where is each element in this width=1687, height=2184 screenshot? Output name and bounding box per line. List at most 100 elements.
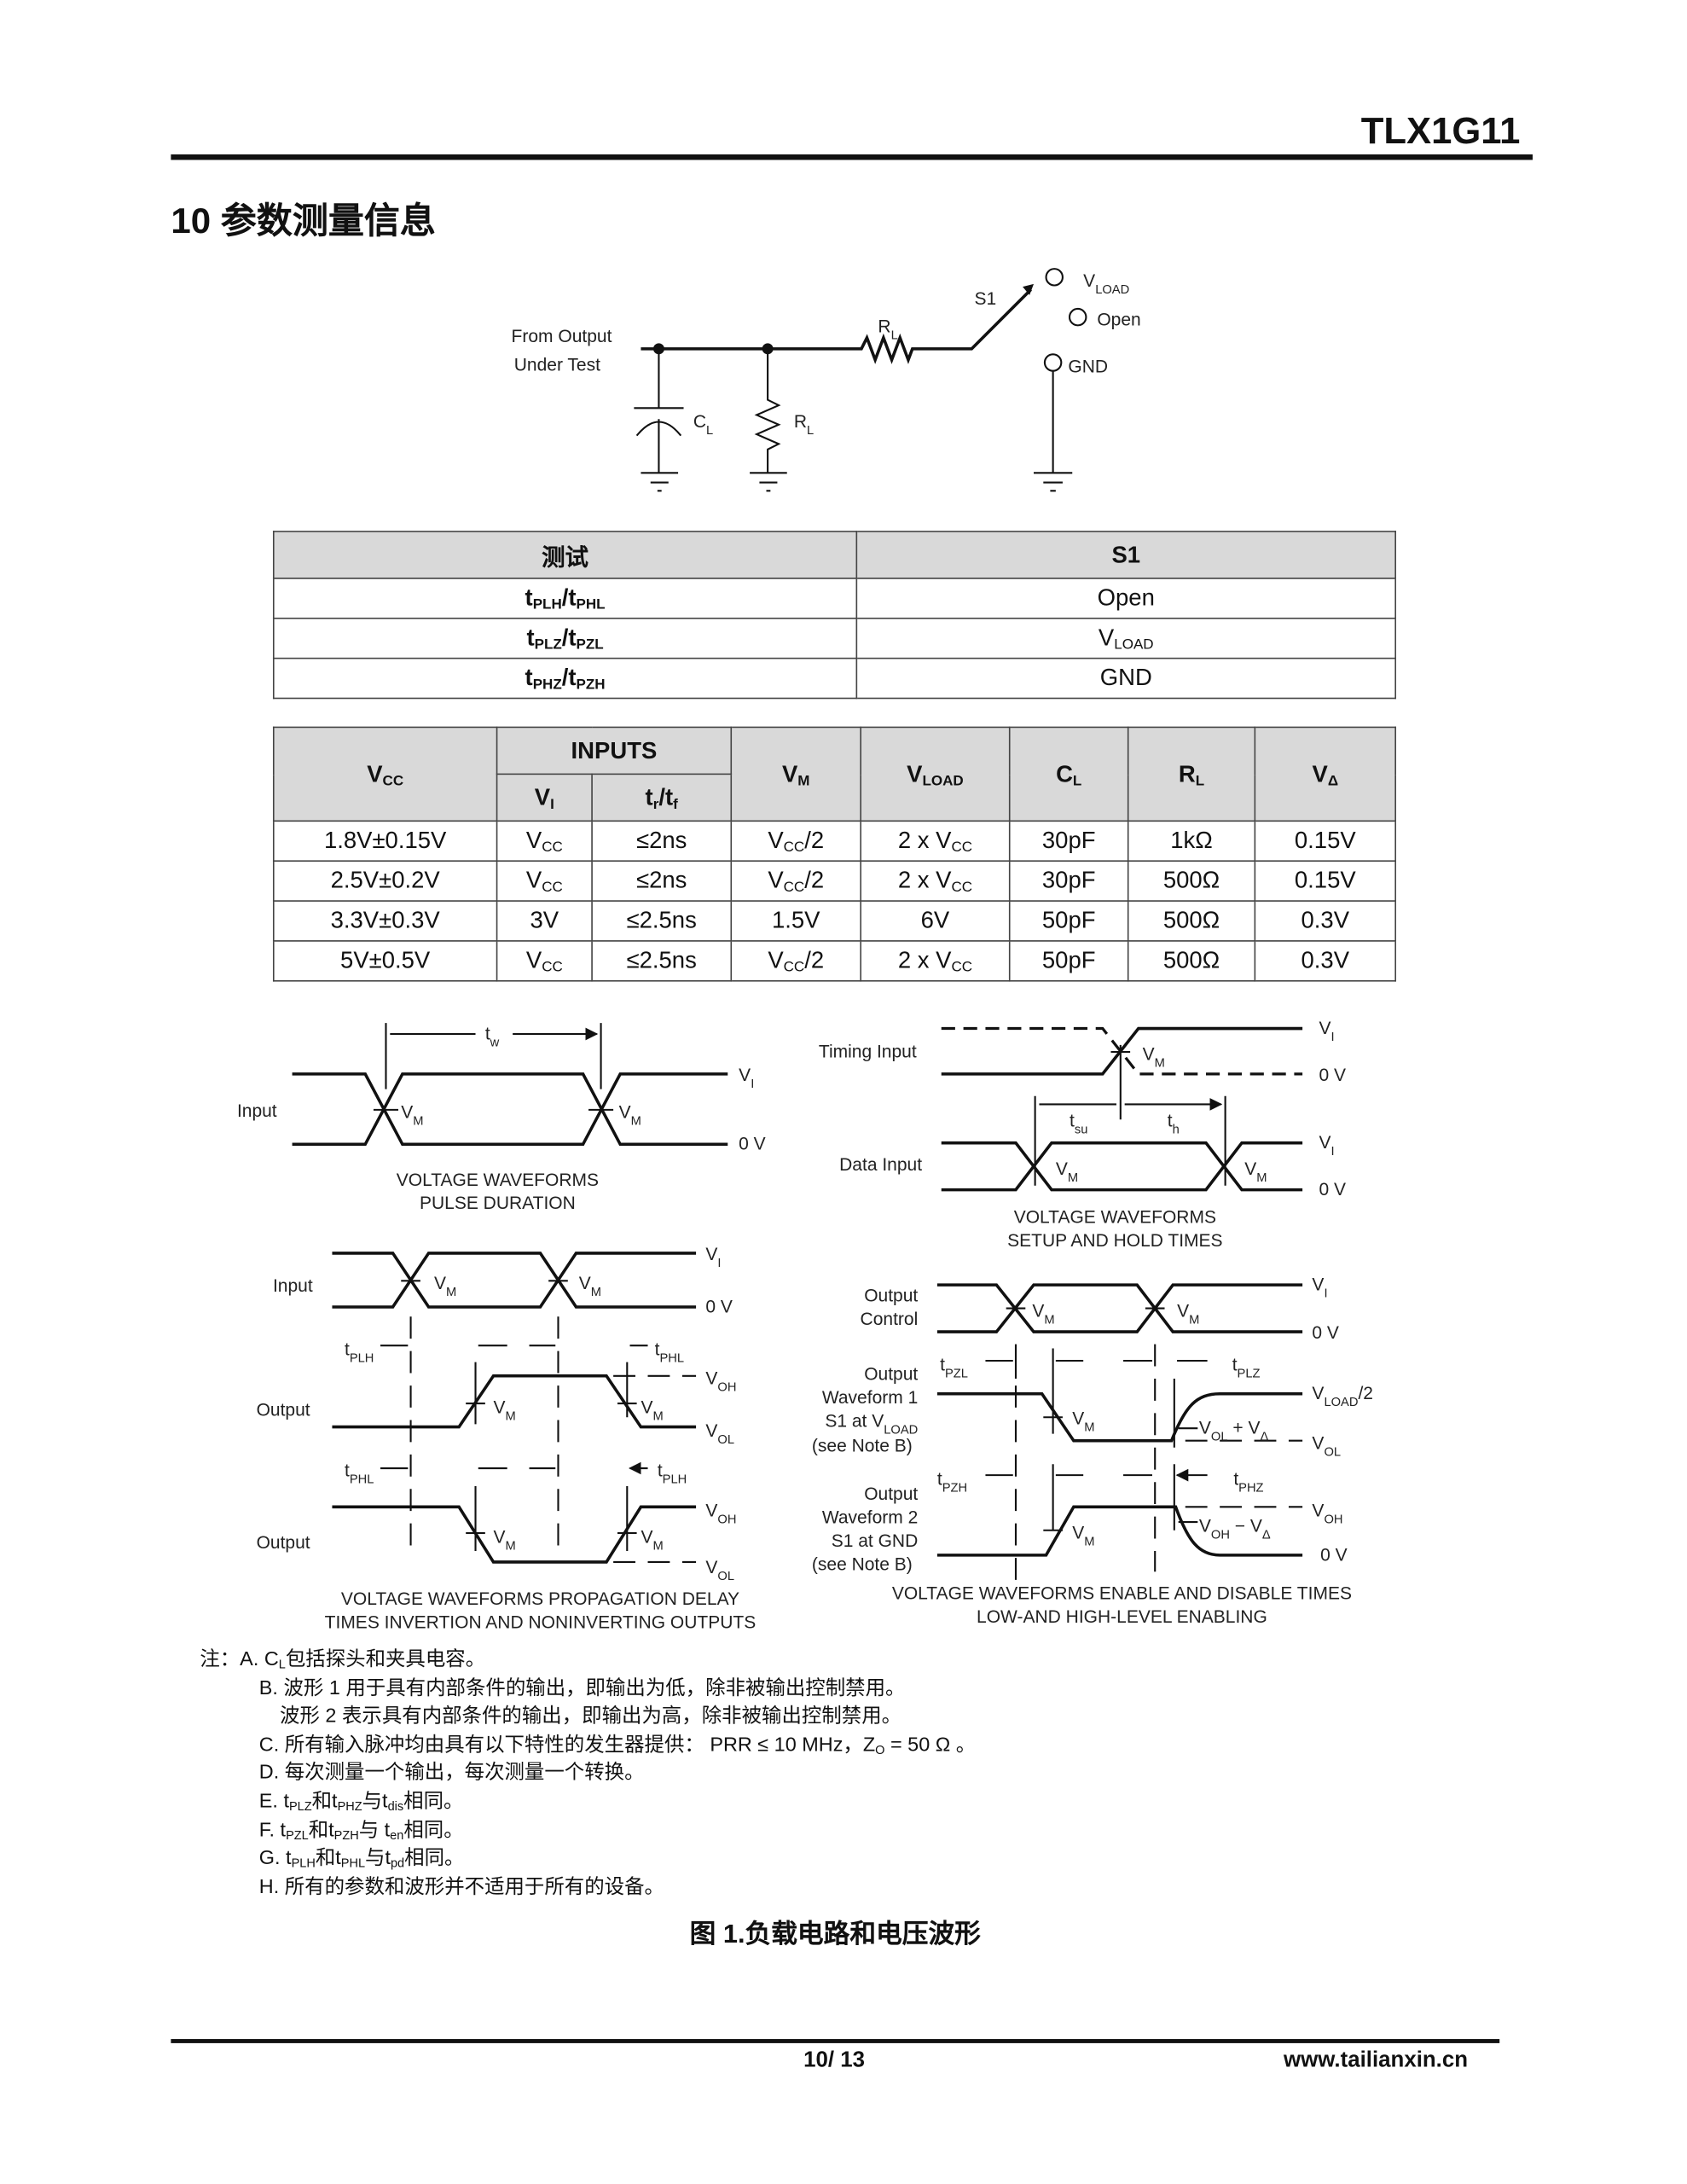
s1-cell: Open: [855, 578, 1397, 619]
open-label: Open: [1097, 310, 1140, 329]
vol-label: VOL: [1312, 1433, 1341, 1459]
propagation-delay-waveform: Input VM VM VI 0 V tPLH tPHL Output VM V…: [257, 1245, 757, 1632]
vi-label: VI: [1312, 1275, 1327, 1301]
gnd-label: GND: [1068, 357, 1108, 376]
zero-v-label: 0 V: [739, 1135, 766, 1154]
tplz-label: tPLZ: [1232, 1355, 1261, 1380]
zero-v-label: 0 V: [1319, 1066, 1347, 1085]
tpzl-label: tPZL: [940, 1355, 968, 1380]
s1-cell: VLOAD: [855, 617, 1397, 659]
table-cell: ≤2.5ns: [591, 900, 733, 942]
tplh-label: tPLH: [658, 1461, 687, 1487]
vload-terminal-icon: [1045, 268, 1064, 287]
tpzh-label: tPZH: [937, 1469, 967, 1495]
header-vload: VLOAD: [860, 726, 1011, 822]
voh-label: VOH: [705, 1368, 736, 1394]
note-c: C. 所有输入脉冲均由具有以下特性的发生器提供： PRR ≤ 10 MHz，ZO…: [258, 1734, 977, 1757]
voh-label: VOH: [705, 1502, 736, 1527]
note-d: D. 每次测量一个输出，每次测量一个转换。: [258, 1762, 645, 1785]
pulse-duration-waveform: Input tw VM VM VI 0 V VOLTAGE WAVEFORMS …: [237, 1023, 766, 1213]
see-note-label: (see Note B): [812, 1437, 913, 1456]
tphl-label: tPHL: [655, 1340, 684, 1366]
switch-arrow-icon: [1023, 283, 1034, 295]
test-cell: tPLH/tPHL: [272, 578, 858, 619]
table-cell: 500Ω: [1127, 940, 1256, 982]
note-b-cont: 波形 2 表示具有内部条件的输出，即输出为高，除非被输出控制禁用。: [280, 1705, 902, 1728]
note-g: G. tPLH和tPHL与tpd相同。: [258, 1847, 465, 1870]
vload-half-label: VLOAD/2: [1312, 1384, 1373, 1409]
vm-label: VM: [641, 1527, 663, 1553]
zero-v-label: 0 V: [1319, 1180, 1347, 1199]
vi-label: VI: [1319, 1133, 1335, 1159]
header-inputs: INPUTS: [496, 726, 733, 775]
caption: SETUP AND HOLD TIMES: [1007, 1231, 1222, 1251]
caption: LOW-AND HIGH-LEVEL ENABLING: [977, 1607, 1267, 1627]
table-cell: VCC: [496, 940, 593, 982]
header-vm: VM: [730, 726, 862, 822]
table-cell: 3.3V±0.3V: [272, 900, 498, 942]
table-cell: 2 x VCC: [860, 820, 1011, 863]
page-number: 10/ 13: [803, 2048, 866, 2072]
load-circuit: From Output Under Test CL RL RL S1 VLOAD…: [512, 268, 1141, 492]
header-rl: RL: [1127, 726, 1256, 822]
output-control-label: Output: [864, 1287, 918, 1306]
output-label: Output: [257, 1533, 310, 1553]
table-cell: 50pF: [1008, 940, 1129, 982]
vm-label: VM: [434, 1274, 456, 1299]
table-cell: ≤2ns: [591, 860, 733, 902]
note-f: F. tPZL和tPZH与 ten相同。: [258, 1819, 464, 1842]
table-cell: 2.5V±0.2V: [272, 860, 498, 902]
table-cell: VCC: [496, 820, 593, 863]
vm-label: VM: [579, 1274, 601, 1299]
waveform1-s1-label: S1 at VLOAD: [825, 1412, 918, 1438]
table-cell: ≤2.5ns: [591, 940, 733, 982]
waveform2-label: S1 at GND: [832, 1531, 919, 1551]
vm-label: VM: [1177, 1301, 1199, 1327]
vm-label: VM: [1056, 1159, 1078, 1185]
note-b: B. 波形 1 用于具有内部条件的输出，即输出为低，除非被输出控制禁用。: [258, 1677, 906, 1699]
header-rule: [171, 154, 1533, 160]
tplh-label: tPLH: [345, 1340, 374, 1366]
vm-label: VM: [1032, 1301, 1054, 1327]
table-cell: 6V: [860, 900, 1011, 942]
table-cell: 30pF: [1008, 860, 1129, 902]
output-control-label: Control: [861, 1310, 919, 1329]
table-cell: 0.15V: [1254, 860, 1397, 902]
waveform2-label: Output: [864, 1484, 918, 1504]
table-cell: 0.3V: [1254, 940, 1397, 982]
website-url: www.tailianxin.cn: [1284, 2048, 1469, 2072]
footer-rule: [171, 2039, 1500, 2043]
from-output-label: From Output: [512, 327, 612, 346]
header-vi: VI: [496, 773, 593, 822]
table-cell: 3V: [496, 900, 593, 942]
section-title: 10 参数测量信息: [171, 200, 436, 241]
vol-label: VOL: [705, 1421, 734, 1447]
th-label: th: [1168, 1111, 1180, 1136]
vm-label: VM: [494, 1527, 516, 1553]
tphl-label: tPHL: [345, 1461, 374, 1487]
vm-label: VM: [1072, 1523, 1094, 1548]
vi-label: VI: [1319, 1019, 1335, 1044]
under-test-label: Under Test: [514, 356, 600, 375]
gnd-terminal-icon: [1043, 353, 1063, 372]
note-a: 注：A. CL包括探头和夹具电容。: [200, 1648, 486, 1671]
vload-label: VLOAD: [1083, 271, 1129, 297]
caption: VOLTAGE WAVEFORMS PROPAGATION DELAY: [341, 1589, 739, 1609]
vol-label: VOL: [705, 1558, 734, 1583]
zero-v-label: 0 V: [1320, 1545, 1348, 1565]
vm-label: VM: [619, 1103, 641, 1129]
table-cell: 5V±0.5V: [272, 940, 498, 982]
vi-label: VI: [705, 1245, 721, 1270]
caption: VOLTAGE WAVEFORMS: [397, 1170, 599, 1190]
vm-label: VM: [1244, 1159, 1267, 1185]
ground-icon: [1034, 370, 1073, 492]
caption: VOLTAGE WAVEFORMS: [1014, 1207, 1216, 1227]
cl-label: CL: [693, 412, 713, 438]
test-cell: tPLZ/tPZL: [272, 617, 858, 659]
part-number: TLX1G11: [1360, 110, 1521, 152]
